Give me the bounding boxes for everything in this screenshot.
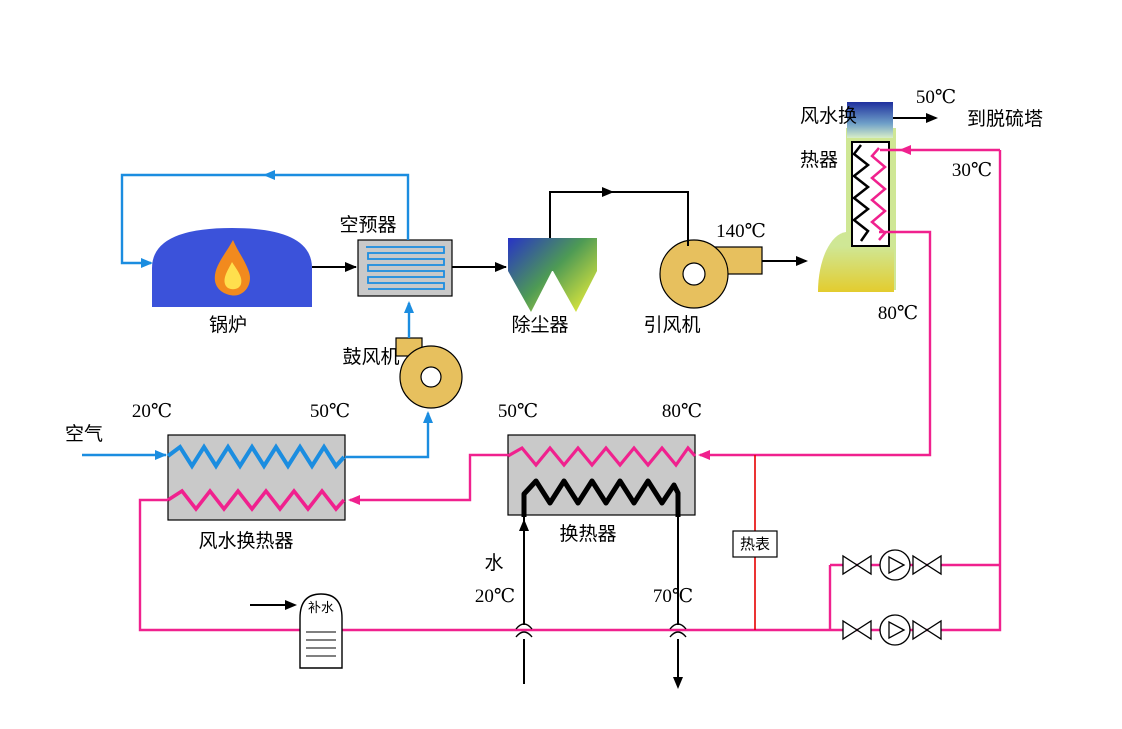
hx-hot-out-temp: 50℃ [498, 401, 538, 422]
air-lines [82, 173, 445, 470]
pump-impeller-icon [888, 555, 906, 575]
makeup-water-label: 补水 [308, 600, 334, 615]
to-desulfurizer-label: 到脱硫塔 [967, 108, 1043, 130]
heat-meter-box [732, 530, 778, 558]
flame-icon [214, 240, 250, 296]
gas-inlet-cap [845, 246, 894, 292]
valve-icon [925, 619, 942, 641]
air-outlet-temp: 50℃ [310, 401, 350, 422]
valve-icon [855, 554, 872, 576]
air-water-hx-label: 风水换热器 [198, 530, 293, 552]
water-label: 水 [484, 552, 503, 574]
fan-hub-icon [682, 262, 706, 286]
pipe-break-marks [515, 623, 687, 638]
boiler [152, 228, 312, 307]
stack-outlet-temp: 50℃ [916, 87, 956, 108]
gas-inlet-elbow [817, 232, 846, 292]
valve-icon [912, 619, 929, 641]
labels-layer: 锅炉 空预器 除尘器 引风机 鼓风机 140℃ 50℃ 到脱硫塔 风水换 热器 … [65, 87, 1043, 615]
preheater-coil [366, 246, 445, 290]
water-return-temp: 30℃ [952, 160, 992, 181]
water-level-hatch [306, 631, 336, 657]
fan-outlet-temp: 140℃ [716, 221, 766, 242]
air-inlet-temp: 20℃ [132, 401, 172, 422]
induced-draft-fan [659, 239, 763, 309]
water-hx-box [507, 434, 696, 516]
air-arrows [141, 170, 433, 460]
air-coil [166, 443, 346, 470]
dust-collector [508, 238, 597, 312]
flue-water-hx-label-line1: 风水换 [800, 105, 857, 127]
hot-coil-hx [507, 445, 697, 468]
flue-water-hx-label-line2: 热器 [800, 149, 838, 171]
makeup-water-tank [299, 593, 343, 669]
gas-side-coil [851, 144, 871, 242]
pump-impeller-icon [888, 620, 906, 640]
air-label: 空气 [65, 423, 103, 445]
valve-icon [842, 619, 859, 641]
water-coil [521, 478, 681, 517]
hot-coil-awhx [167, 488, 346, 512]
blower-label: 鼓风机 [342, 346, 399, 368]
hot-water-arrows [348, 145, 911, 505]
pump-branch-top [842, 549, 942, 581]
water-supply-temp: 80℃ [878, 303, 918, 324]
fan-hub-icon [420, 366, 442, 388]
flue-gas-lines [250, 117, 936, 686]
hx-cold-out-temp: 70℃ [653, 586, 693, 607]
valve-icon [842, 554, 859, 576]
induced-draft-fan-label: 引风机 [643, 314, 700, 336]
valve-icon [912, 554, 929, 576]
heat-meter-label: 热表 [740, 536, 770, 553]
hx-cold-in-temp: 20℃ [475, 586, 515, 607]
blower-fan [395, 337, 463, 409]
pump-branch-bottom [842, 614, 942, 646]
valve-icon [925, 554, 942, 576]
air-preheater-box [357, 239, 453, 297]
flue-arrows [285, 113, 938, 689]
boiler-label: 锅炉 [209, 314, 247, 336]
hx-hot-in-temp: 80℃ [662, 401, 702, 422]
water-side-coil [870, 147, 887, 241]
air-preheater-label: 空预器 [339, 214, 396, 236]
heat-exchanger-label: 换热器 [559, 523, 616, 545]
gas-outlet-cap [847, 102, 893, 138]
valve-icon [855, 619, 872, 641]
dust-collector-label: 除尘器 [511, 314, 568, 336]
